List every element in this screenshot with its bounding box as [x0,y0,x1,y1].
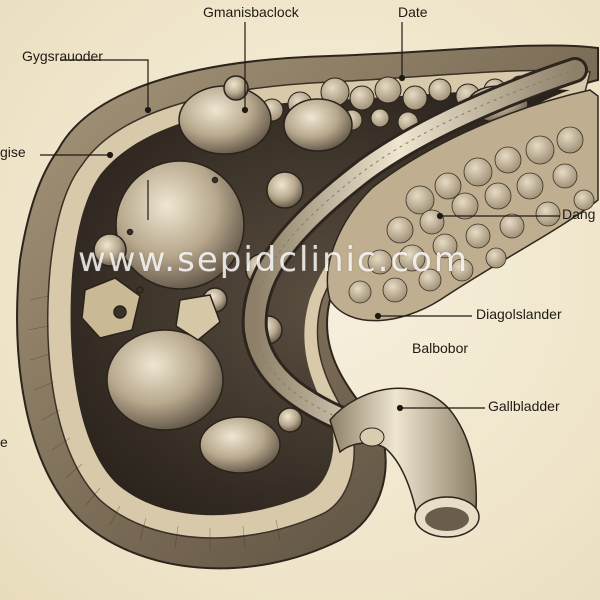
label-date: Date [398,4,428,20]
stone-faceted-2 [175,294,221,341]
label-diagolslander: Diagolslander [476,306,562,322]
watermark-text: www.sepidclinic.com [78,240,470,280]
stone-top-left [178,85,272,155]
label-leaders [40,22,560,412]
label-e: e [0,434,8,450]
label-gygsrauoder: Gygsrauoder [22,48,103,64]
stone-top-mid [283,98,353,152]
stone-faceted-1 [81,277,141,339]
label-gallbladder: Gallbladder [488,398,560,414]
wall-hatching [27,295,281,550]
label-balbobor: Balbobor [412,340,469,356]
gland-lobules [348,126,595,304]
label-gmanisbaclock: Gmanisbaclock [203,4,299,20]
stone-bottom [199,416,281,474]
label-dang: Dang [562,206,596,222]
stone-lower-center [106,329,224,431]
label-gise: gise [0,144,26,160]
neck-fold [359,427,385,447]
